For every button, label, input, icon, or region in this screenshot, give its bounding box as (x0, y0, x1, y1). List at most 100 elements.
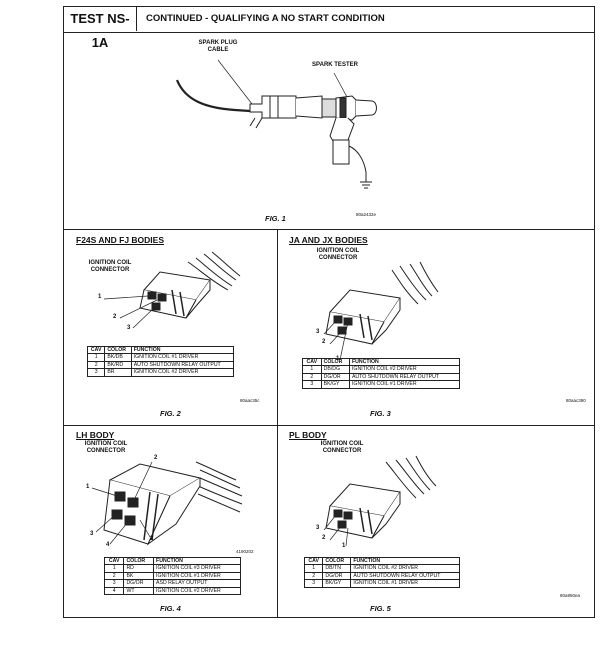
fig2-connector-drawing (103, 251, 241, 329)
color-cell: DG/OR (123, 579, 155, 588)
function-cell: IGNITION COIL #2 DRIVER (348, 365, 461, 374)
test-procedure-frame: TEST NS-1A CONTINUED - QUALIFYING A NO S… (63, 6, 595, 618)
cav-cell: 3 (303, 579, 324, 588)
color-cell: RD (123, 564, 155, 573)
function-cell: AUTO SHUTDOWN RELAY OUTPUT (350, 571, 460, 581)
function-header: FUNCTION (153, 556, 241, 566)
color-cell: DB/DG (320, 365, 350, 374)
function-header: FUNCTION (348, 357, 461, 367)
fig4-pin-2-lower: 2 (150, 536, 154, 542)
function-cell: IGNITION COIL #1 DRIVER (153, 571, 241, 581)
fig4-pin-3: 3 (90, 531, 94, 537)
fig3-pin-2: 2 (322, 339, 326, 345)
cav-cell: 1 (303, 564, 324, 573)
cav-cell: 4 (103, 586, 125, 596)
cav-cell: 2 (86, 360, 106, 370)
function-header: FUNCTION (130, 345, 235, 355)
fig5-pin-2: 2 (322, 535, 326, 541)
table-header-row: CAV COLOR FUNCTION (103, 556, 241, 566)
table-header-row: CAV COLOR FUNCTION (86, 345, 235, 355)
fig1-caption: FIG. 1 (265, 214, 286, 223)
function-cell: AUTO SHUTDOWN RELAY OUTPUT (348, 372, 461, 382)
cav-header: CAV (86, 345, 106, 355)
fig3-title: JA AND JX BODIES (289, 235, 368, 245)
color-cell: DG/OR (322, 571, 352, 581)
cav-header: CAV (103, 556, 125, 566)
fig4-pin-4: 4 (106, 542, 110, 548)
function-cell: IGNITION COIL #2 DRIVER (130, 368, 235, 377)
fig4-pin-2: 2 (154, 455, 158, 461)
fig2-caption: FIG. 2 (160, 409, 181, 418)
table-header-row: CAV COLOR FUNCTION (302, 357, 461, 367)
spark-tester-label: SPARK TESTER (312, 62, 358, 68)
fig2-title: F24S AND FJ BODIES (76, 235, 165, 245)
fig4-caption: FIG. 4 (160, 604, 181, 613)
fig3-caption: FIG. 3 (370, 409, 391, 418)
color-header: COLOR (320, 357, 350, 367)
cav-cell: 2 (103, 571, 125, 581)
fig5-connector-label: IGNITION COIL CONNECTOR (320, 441, 364, 454)
cav-cell: 1 (86, 353, 106, 362)
function-cell: IGNITION COIL #1 DRIVER (350, 579, 460, 588)
color-header: COLOR (123, 556, 155, 566)
color-cell: DB/TN (322, 564, 352, 573)
spark-plug-cable-label: SPARK PLUG CABLE (198, 40, 238, 53)
row-divider (63, 425, 595, 427)
test-title: CONTINUED - QUALIFYING A NO START CONDIT… (146, 13, 385, 24)
color-cell: BK/RD (104, 360, 132, 370)
fig5-caption: FIG. 5 (370, 604, 391, 613)
fig5-title: PL BODY (289, 430, 327, 440)
function-cell: AUTO SHUTDOWN RELAY OUTPUT (130, 360, 235, 370)
cav-header: CAV (302, 357, 322, 367)
test-header: TEST NS-1A CONTINUED - QUALIFYING A NO S… (64, 7, 594, 50)
cav-cell: 3 (103, 579, 125, 588)
fig4-connector-drawing (91, 461, 243, 546)
fig4-code: 4190202 (236, 549, 254, 554)
color-cell: BK/GY (322, 579, 352, 588)
fig3-code: 80aac390 (566, 398, 586, 403)
fig5-connector-drawing (323, 455, 437, 547)
cav-header: CAV (303, 556, 324, 566)
fig2-pin-3: 3 (127, 325, 131, 331)
fig4-connector-label: IGNITION COIL CONNECTOR (84, 441, 128, 454)
function-cell: IGNITION COIL #3 DRIVER (153, 564, 241, 573)
function-header: FUNCTION (350, 556, 460, 566)
function-cell: IGNITION COIL #2 DRIVER (350, 564, 460, 573)
cav-cell: 1 (302, 365, 322, 374)
spark-tester-drawing (321, 95, 377, 189)
color-cell: BK (123, 571, 155, 581)
cav-cell: 2 (302, 372, 322, 382)
function-cell: IGNITION COIL #2 DRIVER (153, 586, 241, 596)
fig3-pin-3: 3 (316, 329, 320, 335)
fig4-pin-1: 1 (86, 484, 90, 490)
fig5-pin-3: 3 (316, 525, 320, 531)
fig5-code: 80a950ea (560, 593, 581, 598)
function-cell: IGNITION COIL #1 DRIVER (348, 380, 461, 389)
color-cell: DG/OR (320, 372, 350, 382)
fig4-title: LH BODY (76, 430, 115, 440)
color-cell: BK/GY (320, 380, 350, 389)
fig1-divider (63, 229, 595, 231)
color-header: COLOR (322, 556, 352, 566)
fig2-pin-1: 1 (98, 294, 102, 300)
function-cell: IGNITION COIL #1 DRIVER (130, 353, 235, 362)
color-cell: BK/DB (104, 353, 132, 362)
fig5-pin-1: 1 (342, 543, 346, 549)
cav-cell: 3 (86, 368, 106, 377)
column-divider (277, 229, 279, 618)
color-cell: WT (123, 586, 155, 596)
